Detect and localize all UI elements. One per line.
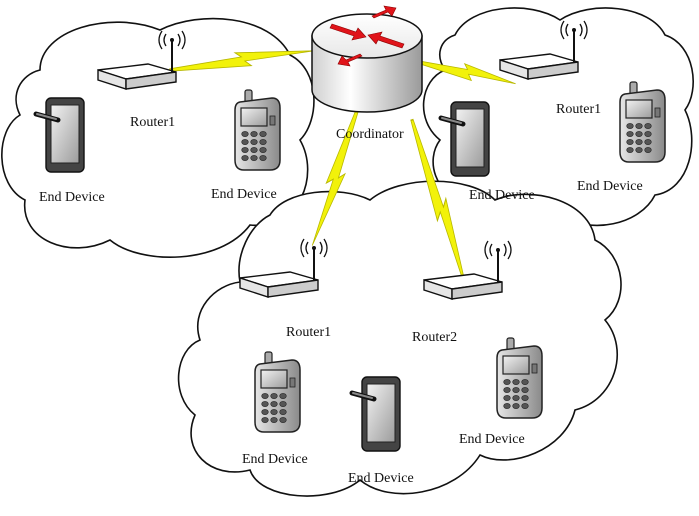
router-label: Router1 bbox=[130, 115, 175, 130]
network-cloud-right bbox=[422, 7, 694, 230]
router-label: Router2 bbox=[412, 330, 457, 345]
end-device-label: End Device bbox=[469, 188, 535, 203]
end-device-label: End Device bbox=[577, 179, 643, 194]
mobile-phone-icon bbox=[496, 337, 543, 419]
end-device-label: End Device bbox=[211, 187, 277, 202]
end-device-label: End Device bbox=[348, 471, 414, 486]
mobile-phone-icon bbox=[254, 351, 301, 433]
router-label: Router1 bbox=[286, 325, 331, 340]
mobile-phone-icon bbox=[619, 81, 666, 163]
end-device-label: End Device bbox=[39, 190, 105, 205]
end-device-label: End Device bbox=[459, 432, 525, 447]
end-device-label: End Device bbox=[242, 452, 308, 467]
router-label: Router1 bbox=[556, 102, 601, 117]
coordinator-router-icon bbox=[311, 5, 423, 113]
coordinator-label: Coordinator bbox=[336, 127, 404, 142]
mobile-phone-icon bbox=[234, 89, 281, 171]
